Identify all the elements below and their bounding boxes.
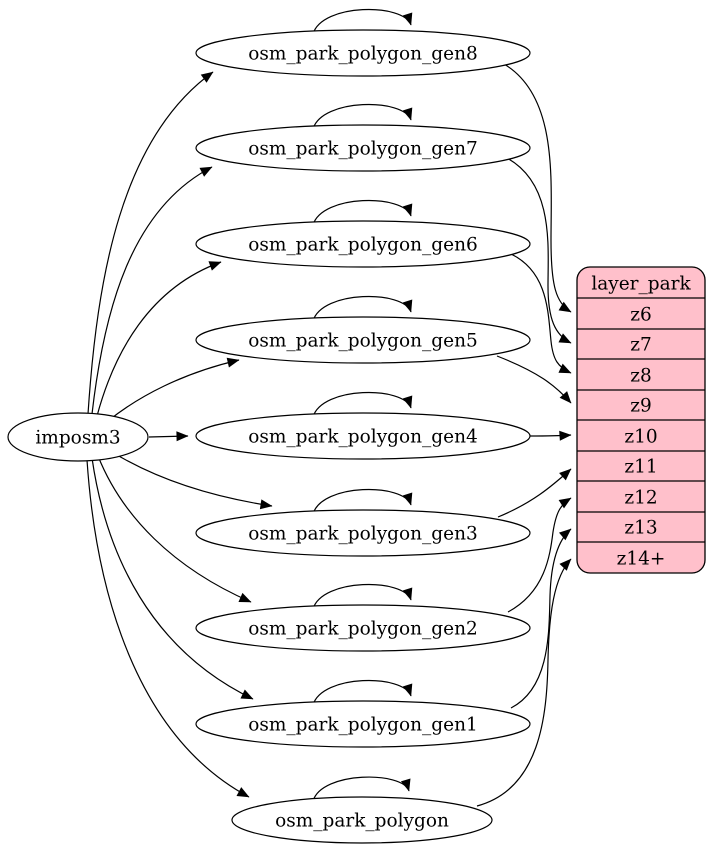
node-osm-park-polygon-gen4: osm_park_polygon_gen4 xyxy=(195,412,531,460)
layer-row-z10: z10 xyxy=(624,426,657,447)
node-gen3-label: osm_park_polygon_gen3 xyxy=(248,523,478,544)
layer-row-z7: z7 xyxy=(630,334,652,355)
selfloop-gen7 xyxy=(312,104,413,130)
edge-gen7-z7 xyxy=(506,157,572,344)
node-gen7-shape xyxy=(195,124,531,172)
layer-row-z12: z12 xyxy=(624,487,657,508)
edge-imposm3-gen6 xyxy=(96,261,222,417)
node-gen8-shape xyxy=(195,29,531,77)
edge-gen1-z13 xyxy=(510,528,572,709)
node-imposm3-label: imposm3 xyxy=(35,427,120,448)
node-gen1-shape xyxy=(195,700,531,748)
layer-row-z11: z11 xyxy=(624,456,657,477)
edge-gen2-z12 xyxy=(507,497,572,613)
edge-imposm3-gen4 xyxy=(148,431,189,442)
node-osm-park-polygon-gen1: osm_park_polygon_gen1 xyxy=(195,700,531,748)
edge-imposm3-osm-park-polygon xyxy=(86,459,250,798)
layer-row-z14plus: z14+ xyxy=(617,548,666,569)
node-gen4-shape xyxy=(195,412,531,460)
node-gen6-label: osm_park_polygon_gen6 xyxy=(248,234,478,255)
selfloop-gen2 xyxy=(312,584,413,610)
node-gen3-shape xyxy=(195,509,531,557)
selfloop-gen6 xyxy=(312,200,413,226)
edge-gen6-z8 xyxy=(510,253,572,374)
edge-imposm3-gen2 xyxy=(97,455,252,603)
node-gen8-label: osm_park_polygon_gen8 xyxy=(248,43,478,64)
node-imposm3-shape xyxy=(7,412,149,462)
node-osm-park-polygon-gen7: osm_park_polygon_gen7 xyxy=(195,124,531,172)
edge-imposm3-gen8 xyxy=(87,71,214,415)
node-gen2-shape xyxy=(195,604,531,652)
nodes: imposm3 osm_park_polygon_gen8 osm_park_p… xyxy=(7,29,531,844)
edge-gen4-z10 xyxy=(529,430,572,441)
node-osm-park-polygon-gen5: osm_park_polygon_gen5 xyxy=(195,316,531,364)
node-gen5-label: osm_park_polygon_gen5 xyxy=(248,330,478,351)
selfloop-gen5 xyxy=(312,296,413,322)
node-gen5-shape xyxy=(195,316,531,364)
node-gen1-label: osm_park_polygon_gen1 xyxy=(248,714,478,735)
node-osm-park-polygon-gen2: osm_park_polygon_gen2 xyxy=(195,604,531,652)
edges-imposm3-to-tables xyxy=(86,71,273,798)
layer-park-header: layer_park xyxy=(591,273,691,294)
node-osm-park-polygon-label: osm_park_polygon xyxy=(275,810,449,831)
edge-imposm3-gen3 xyxy=(111,451,273,510)
node-gen4-label: osm_park_polygon_gen4 xyxy=(248,426,478,447)
edge-gen3-z11 xyxy=(497,468,572,518)
edge-gen8-z6 xyxy=(503,63,572,313)
layer-row-z9: z9 xyxy=(630,395,652,416)
node-gen2-label: osm_park_polygon_gen2 xyxy=(248,618,478,639)
node-gen7-label: osm_park_polygon_gen7 xyxy=(248,138,478,159)
node-gen6-shape xyxy=(195,220,531,268)
layer-row-z8: z8 xyxy=(630,365,652,386)
selfloop-gen4 xyxy=(312,392,413,418)
edge-imposm3-gen5 xyxy=(107,357,240,422)
node-osm-park-polygon-gen3: osm_park_polygon_gen3 xyxy=(195,509,531,557)
edge-imposm3-gen1 xyxy=(91,457,254,700)
node-osm-park-polygon: osm_park_polygon xyxy=(231,796,493,844)
edge-imposm3-gen7 xyxy=(91,166,213,415)
node-osm-park-polygon-gen6: osm_park_polygon_gen6 xyxy=(195,220,531,268)
layer-park-table: layer_park z6 z7 z8 z9 z10 z11 z12 z13 z… xyxy=(576,266,706,574)
selfloop-gen1 xyxy=(312,680,413,706)
node-osm-park-polygon-gen8: osm_park_polygon_gen8 xyxy=(195,29,531,77)
node-imposm3: imposm3 xyxy=(7,412,149,462)
edge-osm-park-polygon-z14plus xyxy=(476,558,572,807)
selfloop-gen3 xyxy=(312,489,413,515)
node-osm-park-polygon-shape xyxy=(231,796,493,844)
selfloop-gen8 xyxy=(312,9,413,35)
edge-gen5-z9 xyxy=(496,355,572,404)
layer-row-z13: z13 xyxy=(624,517,657,538)
layer-row-z6: z6 xyxy=(630,304,652,325)
selfloop-osm-park-polygon xyxy=(312,776,411,802)
self-loop-edges xyxy=(312,9,413,802)
edges-tables-to-layer xyxy=(476,63,572,807)
